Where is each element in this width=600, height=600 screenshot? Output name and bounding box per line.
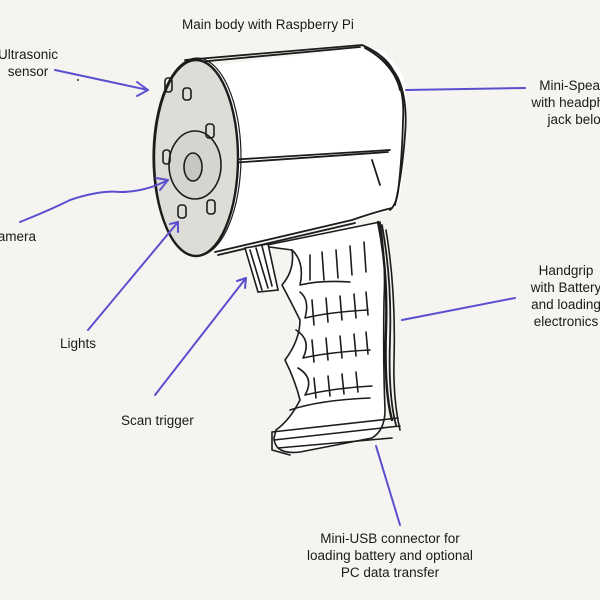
scan-trigger-button xyxy=(243,243,279,293)
light-led xyxy=(177,204,187,219)
label-camera: Camera xyxy=(0,229,37,244)
label-handgrip-line-3: and loading xyxy=(531,297,600,312)
lights-arrowhead xyxy=(169,221,179,233)
annotation-arrows xyxy=(19,69,526,526)
usb-arrow xyxy=(375,445,401,526)
handgrip-arrow xyxy=(401,297,516,321)
label-handgrip: Handgrip with Battery and loading electr… xyxy=(518,262,600,330)
label-mini-usb: Mini-USB connector for loading battery a… xyxy=(290,530,490,581)
label-ultrasonic-line-2: sensor xyxy=(7,64,49,79)
label-speaker-line-1: Mini-Speaker xyxy=(539,78,600,93)
light-led xyxy=(162,149,171,165)
label-usb-line-3: PC data transfer xyxy=(340,565,440,580)
label-usb-line-1: Mini-USB connector for xyxy=(320,531,460,546)
label-usb-line-2: loading battery and optional xyxy=(307,548,473,563)
ultrasonic-arrow xyxy=(54,69,149,91)
label-speaker-line-2: with headphone xyxy=(531,95,600,110)
scan-trigger-arrow xyxy=(154,277,247,396)
label-handgrip-line-2: with Battery xyxy=(530,280,600,295)
main-body-cylinder xyxy=(184,44,407,256)
scan-trigger-arrowhead xyxy=(236,277,247,289)
light-led xyxy=(205,123,215,139)
light-led xyxy=(164,77,173,93)
light-led xyxy=(182,87,192,101)
light-led xyxy=(206,199,216,215)
label-scan-trigger: Scan trigger xyxy=(121,413,194,428)
label-speaker-line-3: jack below xyxy=(547,112,600,127)
label-mini-speaker: Mini-Speaker with headphone jack below xyxy=(524,77,600,128)
camera-arrowhead xyxy=(155,177,169,191)
handgrip xyxy=(261,220,401,456)
camera-arrow xyxy=(19,179,169,223)
front-face xyxy=(152,57,242,258)
label-main-body: Main body with Raspberry Pi xyxy=(182,17,354,32)
ultrasonic-arrowhead xyxy=(136,81,149,97)
label-ultrasonic-line-1: Ultrasonic xyxy=(0,47,59,62)
label-lights: Lights xyxy=(60,336,97,351)
camera-lens xyxy=(183,152,203,182)
speaker-arrow xyxy=(405,87,526,91)
label-ultrasonic-sensor: Ultrasonic sensor xyxy=(0,46,70,80)
lights-arrow xyxy=(87,221,179,331)
label-handgrip-line-1: Handgrip xyxy=(538,263,594,278)
label-handgrip-line-4: electronics xyxy=(533,314,599,329)
